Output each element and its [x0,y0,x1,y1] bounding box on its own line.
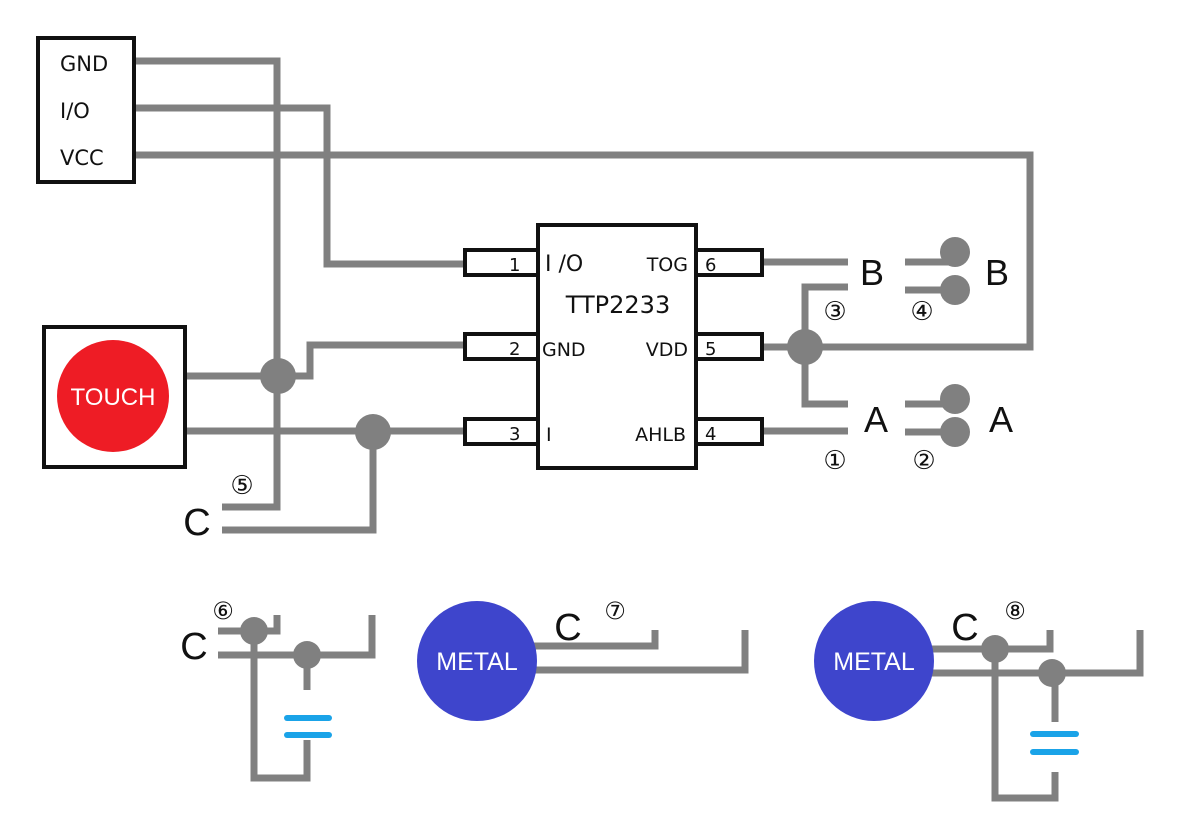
metal-pad-right [814,601,934,721]
pin-label-vdd: VDD [646,339,688,361]
touch-pad: TOUCH [42,325,187,469]
pin-label-i: I [546,424,552,446]
touch-label: TOUCH [71,384,156,411]
jumper-labels: B B A A ① ② ③ ④ ⑤ ⑥ ⑦ ⑧ [212,252,1026,625]
pin-number-5: 5 [705,339,716,360]
metal-pad-left [417,601,537,721]
pin-label-tog: TOG [646,254,688,276]
chip: 1 2 3 6 5 4 I /O GND I TOG VDD AHLB TTP2… [463,223,764,470]
connector-box [36,36,136,184]
pin-box-3 [463,417,540,446]
pin-box-4 [694,417,764,446]
marker-2: ② [912,446,935,476]
connector-pin-io: I/O [60,99,90,123]
c-label-main: C [183,502,210,544]
jumper-b-bot-pad [940,275,970,305]
wire-s6-top [218,615,281,635]
wire-i-to-c [222,431,377,534]
junction-i [355,414,391,450]
pin-box-6 [694,248,764,277]
junctions [240,237,1066,687]
marker-4: ④ [910,297,933,327]
junction-s6-right [293,641,321,669]
capacitor-left-plate-top [284,715,332,721]
marker-7: ⑦ [604,597,626,625]
pin-box-1 [463,248,540,277]
wire-touch-gnd [185,341,466,380]
jumper-b-left: B [860,252,884,293]
c-label-7: C [554,607,581,649]
pin-number-1: 1 [509,255,520,276]
connector-pin-vcc: VCC [60,146,104,170]
marker-5: ⑤ [230,471,253,501]
marker-8: ⑧ [1004,597,1026,625]
wire-s7-top [520,630,659,650]
wire-gnd [122,57,281,511]
marker-3: ③ [823,297,846,327]
metal-pads: METAL METAL [417,601,934,721]
marker-1: ① [823,446,846,476]
pin-number-6: 6 [705,255,716,276]
capacitor-right [1030,722,1079,772]
pin-label-io: I /O [545,252,583,277]
pin-box-5 [694,332,764,361]
c-label-8: C [951,607,978,649]
metal-label-left: METAL [436,648,518,676]
jumper-b-top-pad [940,237,970,267]
connector-pin-gnd: GND [60,52,108,76]
chip-body [536,223,698,470]
pin-number-2: 2 [509,339,520,360]
pin-number-3: 3 [509,424,520,445]
pin-label-ahlb: AHLB [635,424,686,446]
pin-number-4: 4 [705,424,716,445]
junction-s8-right [1038,659,1066,687]
c-label-6: C [180,626,207,668]
capacitor-right-plate-top [1030,731,1079,737]
jumper-b-right: B [985,252,1009,293]
pin-label-gnd: GND [542,339,586,361]
jumper-a-right: A [989,399,1013,440]
wire-io [122,104,466,268]
junction-vdd [787,329,823,365]
jumper-a-top-pad [940,384,970,414]
pin-box-2 [463,332,540,361]
wire-s6-bot [218,615,376,659]
metal-label-right: METAL [833,648,915,676]
marker-6: ⑥ [212,597,234,625]
jumper-a-bot-pad [940,417,970,447]
jumper-a-left: A [864,399,888,440]
connector: GND I/O VCC [36,36,136,184]
wire-s7-bot [520,630,749,674]
junction-s6-left [240,617,268,645]
capacitors [284,690,1079,772]
capacitor-right-plate-bottom [1030,749,1079,755]
junction-s8-left [981,635,1009,663]
wire-s8-top [925,630,1054,653]
chip-name: TTP2233 [565,291,670,319]
c-labels: C C C C [180,502,978,668]
touch-pad-button [57,340,169,452]
wire-vcc [122,151,1034,351]
capacitor-left [284,690,332,740]
junction-gnd [260,358,296,394]
capacitor-left-plate-bottom [284,732,332,738]
